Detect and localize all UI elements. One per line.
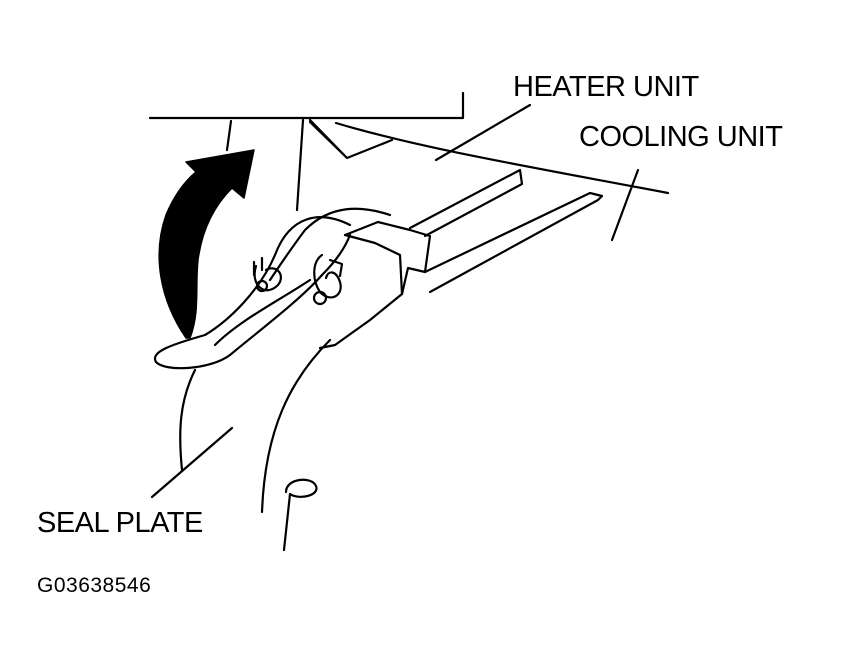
clip-pin-left [255,279,269,293]
heater-unit-lower-edge [308,118,394,160]
clip-block-top [343,233,404,296]
heater-unit-outline [148,91,465,120]
clip-pin [312,290,328,306]
heater-unit-curve [334,121,670,195]
frame-line-left [225,119,233,152]
frame-line-center [295,118,305,212]
heater-unit-label: HEATER UNIT [513,71,699,103]
seal-plate-label: SEAL PLATE [37,507,203,539]
clip-tab [252,256,264,277]
cooling-unit-body [423,191,604,294]
clip-hook-left [253,264,282,292]
clip-hook-right [313,253,342,299]
clip-block [318,220,432,350]
seal-plate-pointer [150,426,234,499]
cooling-unit-pointer [610,168,640,242]
seal-plate-inner [268,207,392,282]
lower-hook [282,478,318,552]
seal-plate-rim [213,278,312,347]
cooling-unit-label: COOLING UNIT [579,121,783,153]
clip-detail [328,258,344,278]
cooling-unit-outline [408,168,524,238]
figure-code: G03638546 [37,574,152,597]
seal-plate-contour-left [179,368,197,472]
rotation-arrow-icon [158,149,255,339]
seal-plate-contour-right [260,338,332,514]
heater-unit-pointer [434,103,532,162]
